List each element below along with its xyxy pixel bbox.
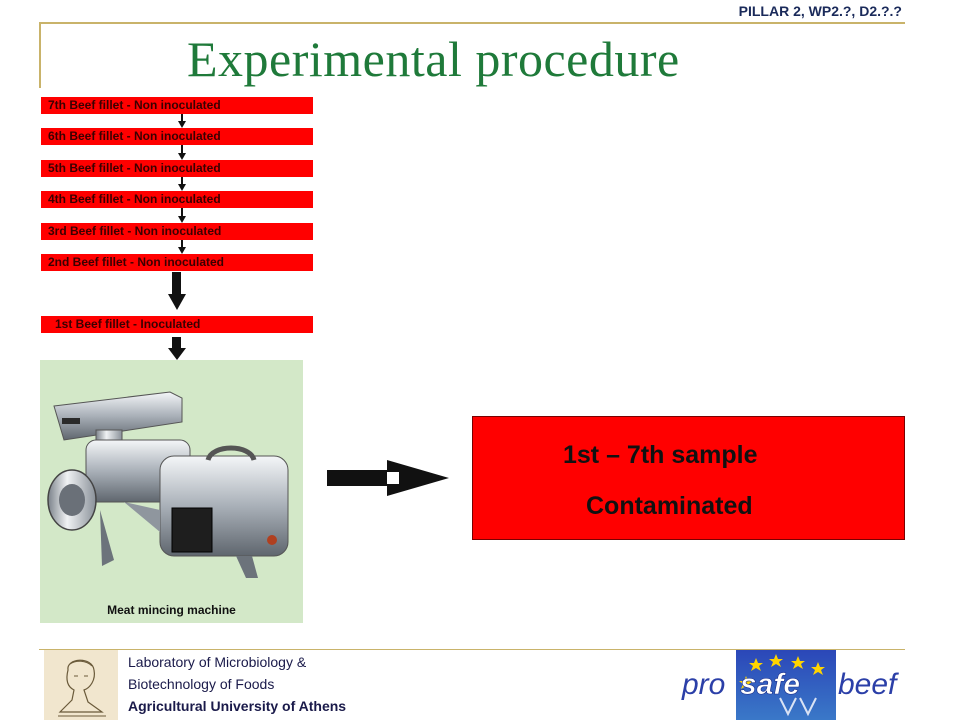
fillet-6: 6th Beef fillet - Non inoculated <box>41 128 313 145</box>
footer-lab-line2: Biotechnology of Foods <box>128 676 275 692</box>
fillet-3: 3rd Beef fillet - Non inoculated <box>41 223 313 240</box>
result-box: 1st – 7th sample Contaminated <box>472 416 905 540</box>
footer-lab-line1: Laboratory of Microbiology & <box>128 654 307 670</box>
top-rule <box>39 22 905 24</box>
brand-part3: beef <box>838 668 899 701</box>
fillet-4: 4th Beef fillet - Non inoculated <box>41 191 313 208</box>
brand-part1: pro <box>681 668 725 701</box>
bottom-rule <box>39 649 905 650</box>
big-arrow-down-icon <box>168 272 186 310</box>
meat-mincer-panel: Meat mincing machine <box>40 360 303 623</box>
fillet-1: 1st Beef fillet - Inoculated <box>41 316 313 333</box>
result-samples: 1st – 7th sample <box>563 441 758 469</box>
header-tag: PILLAR 2, WP2.?, D2.?.? <box>738 3 902 19</box>
right-arrow-icon <box>327 460 449 496</box>
bust-sketch-icon <box>58 659 106 717</box>
arrow-down-icon <box>178 177 186 191</box>
arrow-down-icon <box>178 114 186 128</box>
left-rule <box>39 22 41 88</box>
machine-caption: Meat mincing machine <box>107 603 236 617</box>
slide-title: Experimental procedure <box>187 31 680 87</box>
arrow-down-icon <box>178 145 186 160</box>
university-logo <box>44 650 118 720</box>
fillet-5: 5th Beef fillet - Non inoculated <box>41 160 313 177</box>
prosafebeef-logo: pro safe beef <box>681 650 899 720</box>
brand-part2: safe <box>740 668 800 701</box>
big-arrow-down-icon <box>168 337 186 360</box>
fillet-2: 2nd Beef fillet - Non inoculated <box>41 254 313 271</box>
fillet-7: 7th Beef fillet - Non inoculated <box>41 97 313 114</box>
footer-university: Agricultural University of Athens <box>128 698 347 714</box>
result-status: Contaminated <box>586 492 753 520</box>
arrow-down-icon <box>178 208 186 223</box>
arrow-down-icon <box>178 240 186 254</box>
meat-mincer-icon <box>47 391 289 578</box>
